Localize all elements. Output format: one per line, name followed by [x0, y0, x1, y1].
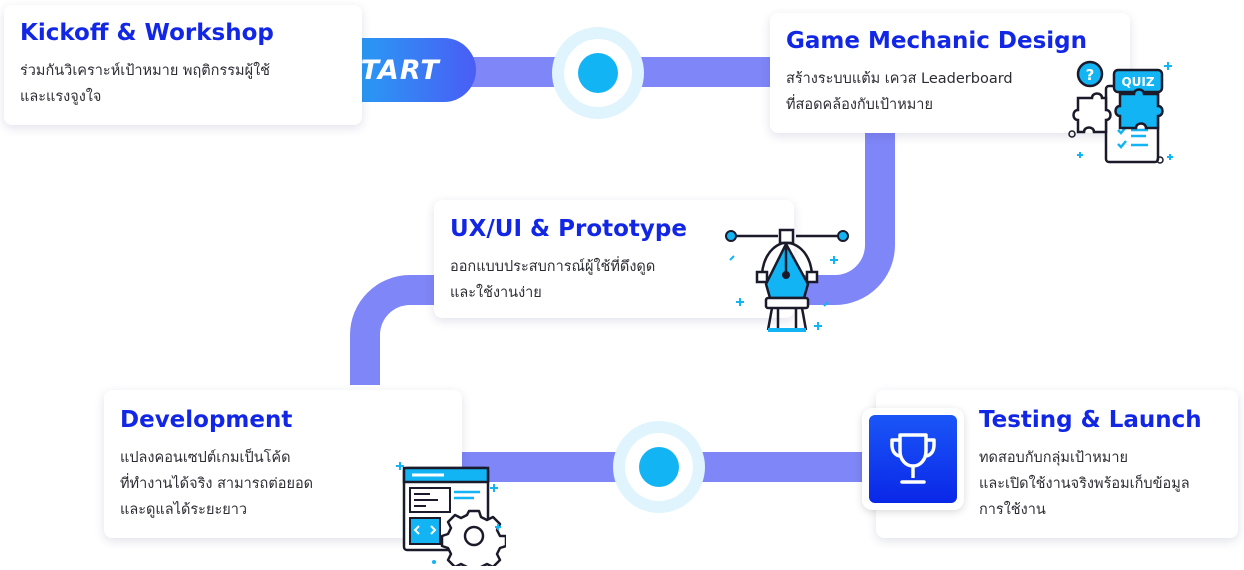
path-node-bottom	[613, 421, 705, 513]
step-title: UX/UI & Prototype	[450, 216, 687, 242]
quiz-label: QUIZ	[1121, 75, 1154, 89]
step-card-development: Development แปลงคอนเซปต์เกมเป็นโค้ด ที่ท…	[104, 390, 462, 538]
step-card-ux-ui: UX/UI & Prototype ออกแบบประสบการณ์ผู้ใช้…	[434, 200, 794, 318]
trophy-background	[869, 415, 957, 503]
path-node-inner	[564, 39, 632, 107]
step-description: สร้างระบบแต้ม เควส Leaderboard ที่สอดคล้…	[786, 66, 1130, 118]
step-description-line: ที่สอดคล้องกับเป้าหมาย	[786, 97, 933, 113]
step-description-line: แปลงคอนเซปต์เกมเป็นโค้ด	[120, 450, 291, 466]
step-description-line: ร่วมกันวิเคราะห์เป้าหมาย พฤติกรรมผู้ใช้	[20, 63, 271, 79]
path-node-inner	[625, 433, 693, 501]
step-card-game-mechanic: Game Mechanic Design สร้างระบบแต้ม เควส …	[770, 13, 1130, 133]
step-description-line: ออกแบบประสบการณ์ผู้ใช้ที่ดึงดูด	[450, 259, 656, 275]
step-title: Kickoff & Workshop	[20, 20, 274, 46]
step-description-line: ที่ทำงานได้จริง สามารถต่อยอด	[120, 476, 314, 492]
step-description-line: และเปิดใช้งานจริงพร้อมเก็บข้อมูล	[979, 476, 1190, 492]
step-description-line: ทดสอบกับกลุ่มเป้าหมาย	[979, 450, 1129, 466]
svg-text:?: ?	[1086, 66, 1095, 84]
pen-tool-icon	[725, 228, 849, 332]
code-gear-icon	[396, 462, 506, 566]
step-description-line: และใช้งานง่าย	[450, 285, 542, 301]
step-description-line: และแรงจูงใจ	[20, 89, 102, 105]
path-node-dot	[578, 53, 618, 93]
step-title: Development	[120, 407, 293, 433]
quiz-puzzle-icon: QUIZ ?	[1068, 60, 1173, 164]
trophy-tile	[862, 408, 964, 510]
step-description: ร่วมกันวิเคราะห์เป้าหมาย พฤติกรรมผู้ใช้ …	[20, 58, 362, 110]
step-card-kickoff: Kickoff & Workshop ร่วมกันวิเคราะห์เป้าห…	[4, 5, 362, 125]
step-description: ทดสอบกับกลุ่มเป้าหมาย และเปิดใช้งานจริงพ…	[979, 445, 1238, 523]
step-description: ออกแบบประสบการณ์ผู้ใช้ที่ดึงดูด และใช้งา…	[450, 254, 794, 306]
step-description-line: และดูแลได้ระยะยาว	[120, 502, 248, 518]
path-node-top	[552, 27, 644, 119]
step-description: แปลงคอนเซปต์เกมเป็นโค้ด ที่ทำงานได้จริง …	[120, 445, 462, 523]
step-title: Game Mechanic Design	[786, 28, 1087, 54]
trophy-icon	[890, 433, 936, 484]
step-description-line: การใช้งาน	[979, 502, 1046, 518]
step-title: Testing & Launch	[979, 407, 1202, 433]
step-description-line: สร้างระบบแต้ม เควส Leaderboard	[786, 71, 1013, 87]
path-node-dot	[639, 447, 679, 487]
